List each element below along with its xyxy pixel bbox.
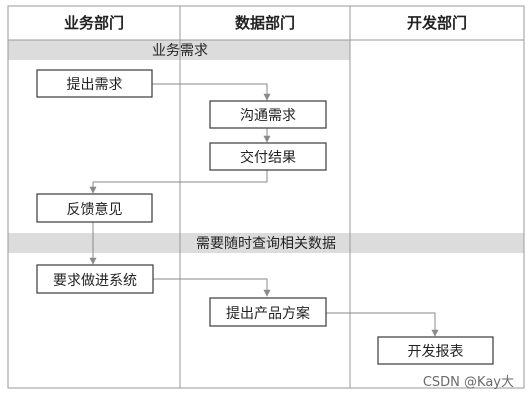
step-box: 交付结果 <box>209 142 327 171</box>
step-box: 提出产品方案 <box>209 297 327 327</box>
lane-header-dev: 开发部门 <box>407 14 467 32</box>
connector-s5-s6 <box>153 278 271 297</box>
step-label: 要求做进系统 <box>53 273 137 289</box>
step-box: 提出需求 <box>36 69 153 98</box>
phase-band-1 <box>8 40 350 60</box>
diagram-frame <box>7 5 525 389</box>
step-label: 反馈意见 <box>67 201 123 218</box>
connector-s6-s7 <box>326 312 439 337</box>
step-label: 沟通需求 <box>240 108 296 124</box>
step-label: 开发报表 <box>408 344 464 360</box>
step-label: 交付结果 <box>240 149 296 166</box>
phase-label-2: 需要随时查询相关数据 <box>196 236 336 252</box>
phase-label-1: 业务需求 <box>152 43 208 59</box>
phase-band-2 <box>8 233 524 253</box>
step-box: 开发报表 <box>377 336 494 365</box>
step-label: 提出产品方案 <box>226 305 310 322</box>
step-box: 反馈意见 <box>36 193 153 223</box>
step-label: 提出需求 <box>67 77 123 93</box>
lane-header-business: 业务部门 <box>64 14 124 32</box>
connector-s1-s2 <box>152 83 271 101</box>
lane-header-data: 数据部门 <box>235 14 295 32</box>
connector-s3-s4 <box>89 170 268 194</box>
step-box: 要求做进系统 <box>36 264 154 294</box>
step-box: 沟通需求 <box>209 100 327 129</box>
watermark-text: CSDN @Kay大 <box>423 375 514 390</box>
